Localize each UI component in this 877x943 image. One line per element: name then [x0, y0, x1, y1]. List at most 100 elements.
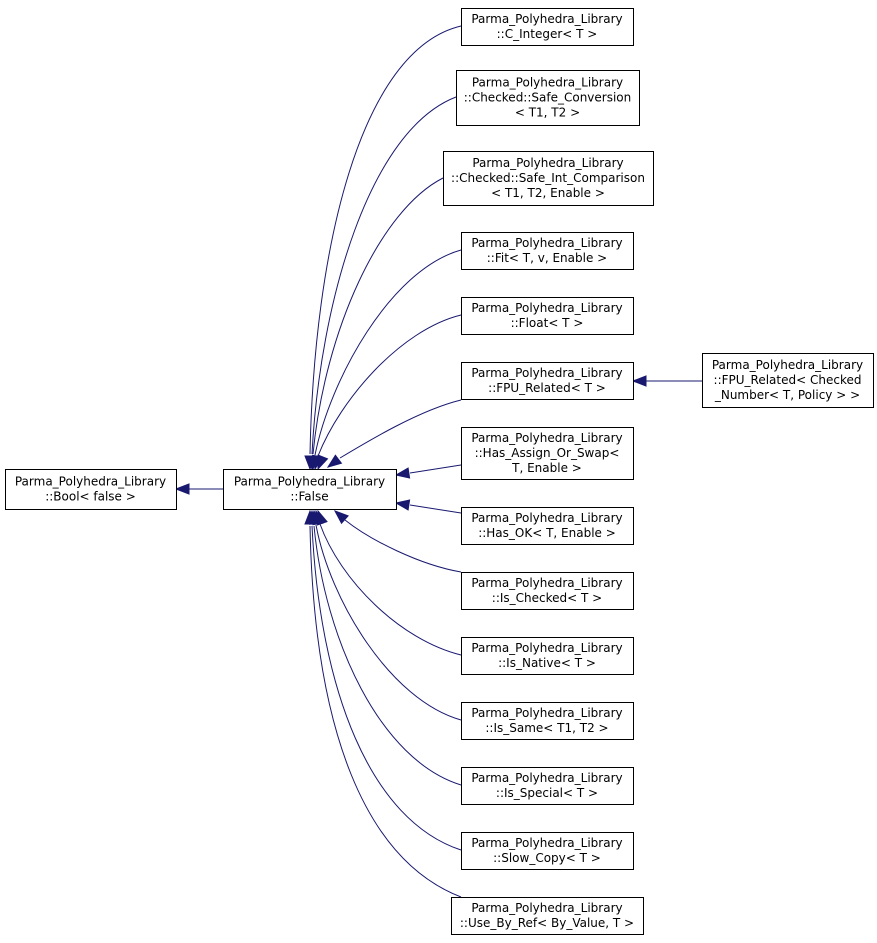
class-node-box	[456, 70, 640, 126]
class-node-box	[5, 469, 177, 510]
class-node-label-line: ::Is_Native< T >	[498, 656, 596, 670]
edge-arrowhead	[631, 375, 647, 387]
edge-false-to-bool_false	[174, 483, 223, 495]
class-node-label-line: Parma_Polyhedra_Library	[712, 358, 863, 372]
edges-layer	[174, 25, 702, 898]
class-node-box	[461, 637, 634, 675]
class-node-c-integer[interactable]: Parma_Polyhedra_Library::C_Integer< T >	[461, 8, 634, 46]
class-node-box	[461, 427, 634, 480]
class-node-box	[461, 767, 634, 805]
class-node-is-native[interactable]: Parma_Polyhedra_Library::Is_Native< T >	[461, 637, 634, 675]
class-node-float[interactable]: Parma_Polyhedra_Library::Float< T >	[461, 297, 634, 335]
edge-has_ok-to-false	[394, 499, 462, 514]
class-node-fit[interactable]: Parma_Polyhedra_Library::Fit< T, v, Enab…	[461, 232, 634, 270]
class-node-label-line: Parma_Polyhedra_Library	[472, 76, 623, 90]
class-node-label-line: < T1, T2, Enable >	[491, 186, 605, 200]
class-node-label-line: ::Slow_Copy< T >	[493, 851, 601, 865]
edge-arrowhead	[394, 499, 411, 511]
class-node-box	[461, 507, 634, 545]
class-node-label-line: < T1, T2 >	[515, 106, 580, 120]
class-node-box	[461, 702, 634, 740]
class-node-label-line: Parma_Polyhedra_Library	[471, 366, 622, 380]
edge-has_assign_or_swap-to-false	[394, 464, 462, 479]
edge-use_by_ref-to-false	[304, 509, 462, 898]
class-node-label-line: T, Enable >	[511, 461, 582, 475]
class-node-box	[461, 572, 634, 610]
class-node-label-line: Parma_Polyhedra_Library	[471, 576, 622, 590]
edge-arrowhead	[326, 454, 343, 468]
class-node-label-line: Parma_Polyhedra_Library	[471, 12, 622, 26]
edge-fit-to-false	[311, 249, 462, 471]
class-node-label-line: Parma_Polyhedra_Library	[234, 475, 385, 489]
edge-fpu_related-to-false	[326, 399, 462, 468]
edge-line	[309, 525, 462, 898]
edge-line	[311, 96, 457, 455]
nodes-layer: Parma_Polyhedra_Library::Bool< false >Pa…	[5, 8, 874, 935]
class-node-box	[223, 469, 397, 510]
edge-line	[315, 524, 462, 721]
class-node-label-line: Parma_Polyhedra_Library	[471, 236, 622, 250]
edge-slow_copy-to-false	[306, 509, 462, 851]
edge-arrowhead	[174, 483, 190, 495]
class-node-label-line: ::Is_Same< T1, T2 >	[485, 721, 608, 735]
class-node-box	[461, 8, 634, 46]
class-node-safe-int-comparison[interactable]: Parma_Polyhedra_Library::Checked::Safe_I…	[443, 151, 654, 206]
class-node-is-checked[interactable]: Parma_Polyhedra_Library::Is_Checked< T >	[461, 572, 634, 610]
edge-arrowhead	[304, 509, 316, 525]
edge-arrowhead	[317, 454, 329, 471]
class-node-label-line: ::Has_Assign_Or_Swap<	[475, 446, 620, 460]
class-node-safe-conversion[interactable]: Parma_Polyhedra_Library::Checked::Safe_C…	[456, 70, 640, 126]
class-node-has-ok[interactable]: Parma_Polyhedra_Library::Has_OK< T, Enab…	[461, 507, 634, 545]
class-node-box	[461, 832, 634, 870]
class-node-fpu-related[interactable]: Parma_Polyhedra_Library::FPU_Related< T …	[461, 362, 634, 400]
edge-is_checked-to-false	[333, 510, 462, 573]
class-node-box	[451, 897, 644, 935]
class-node-label-line: Parma_Polyhedra_Library	[472, 156, 623, 170]
class-node-use-by-ref[interactable]: Parma_Polyhedra_Library::Use_By_Ref< By_…	[451, 897, 644, 935]
class-node-label-line: Parma_Polyhedra_Library	[471, 836, 622, 850]
edge-line	[311, 525, 462, 851]
class-node-is-special[interactable]: Parma_Polyhedra_Library::Is_Special< T >	[461, 767, 634, 805]
class-node-false[interactable]: Parma_Polyhedra_Library::False	[223, 469, 397, 510]
class-node-label-line: Parma_Polyhedra_Library	[471, 641, 622, 655]
edge-safe_conversion-to-false	[306, 96, 457, 471]
class-node-label-line: Parma_Polyhedra_Library	[471, 771, 622, 785]
class-node-box	[443, 151, 654, 206]
class-node-box	[702, 353, 874, 408]
class-node-label-line: Parma_Polyhedra_Library	[471, 511, 622, 525]
class-node-slow-copy[interactable]: Parma_Polyhedra_Library::Slow_Copy< T >	[461, 832, 634, 870]
edge-is_native-to-false	[317, 509, 462, 656]
class-node-label-line: ::C_Integer< T >	[497, 27, 598, 41]
edge-line	[312, 177, 444, 455]
class-node-label-line: ::FPU_Related< Checked	[714, 373, 862, 387]
edge-line	[313, 525, 462, 786]
edge-line	[339, 399, 462, 459]
class-node-label-line: ::FPU_Related< T >	[488, 381, 606, 395]
class-node-label-line: _Number< T, Policy > >	[714, 388, 860, 402]
edge-line	[309, 25, 462, 455]
edge-line	[344, 519, 462, 573]
class-node-fpu-related-checked[interactable]: Parma_Polyhedra_Library::FPU_Related< Ch…	[702, 353, 874, 408]
class-node-label-line: ::Use_By_Ref< By_Value, T >	[460, 916, 634, 930]
class-node-is-same[interactable]: Parma_Polyhedra_Library::Is_Same< T1, T2…	[461, 702, 634, 740]
edge-line	[409, 504, 462, 514]
edge-line	[314, 249, 462, 456]
edge-arrowhead	[333, 510, 349, 525]
class-node-box	[461, 362, 634, 400]
class-node-label-line: ::Has_OK< T, Enable >	[478, 526, 616, 540]
edge-fpu_related_checked-to-fpu_related	[631, 375, 702, 387]
class-node-bool-false[interactable]: Parma_Polyhedra_Library::Bool< false >	[5, 469, 177, 510]
class-node-label-line: ::Is_Checked< T >	[492, 591, 602, 605]
class-node-label-line: ::Fit< T, v, Enable >	[487, 251, 607, 265]
class-node-label-line: ::Checked::Safe_Conversion	[464, 91, 632, 105]
class-node-box	[461, 297, 634, 335]
edge-float-to-false	[317, 314, 462, 471]
class-node-has-assign-or-swap[interactable]: Parma_Polyhedra_Library::Has_Assign_Or_S…	[461, 427, 634, 480]
class-node-label-line: Parma_Polyhedra_Library	[471, 706, 622, 720]
edge-arrowhead	[394, 467, 411, 479]
class-node-label-line: ::Checked::Safe_Int_Comparison	[451, 171, 645, 185]
class-node-label-line: Parma_Polyhedra_Library	[471, 301, 622, 315]
class-node-label-line: Parma_Polyhedra_Library	[15, 475, 166, 489]
class-node-label-line: ::False	[290, 490, 328, 504]
